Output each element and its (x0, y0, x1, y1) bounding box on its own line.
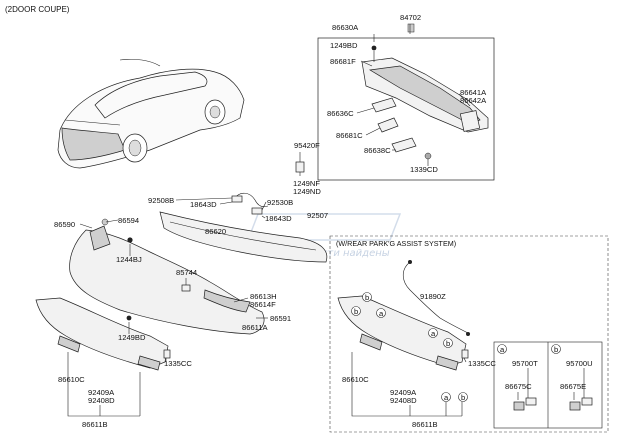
sensor-callout-a: a (500, 345, 505, 354)
lower-diffuser-left (35, 297, 169, 369)
label-92409A-right: 92409A (390, 388, 417, 397)
label-92508B: 92508B (148, 196, 174, 205)
label-86638C: 86638C (364, 146, 391, 155)
label-86613H: 86613H (250, 292, 277, 301)
label-86620: 86620 (205, 227, 226, 236)
label-91890Z: 91890Z (420, 292, 446, 301)
svg-text:b: b (354, 307, 358, 316)
label-85744: 85744 (176, 268, 197, 277)
svg-text:a: a (431, 329, 436, 338)
label-1335CC-left: 1335CC (164, 359, 192, 368)
label-86611B-left: 86611B (82, 420, 108, 429)
label-18643D-a: 18643D (190, 200, 217, 209)
car-illustration (57, 58, 245, 169)
upper-cover (159, 211, 328, 263)
label-95420F: 95420F (294, 141, 320, 150)
park-assist-title: (W/REAR PARK'G ASSIST SYSTEM) (336, 239, 456, 248)
label-86641A: 86641A (460, 88, 487, 97)
park-assist-frame (329, 235, 609, 433)
svg-text:a: a (379, 309, 384, 318)
label-1249NF: 1249NF (293, 179, 320, 188)
label-1249BD-bottom: 1249BD (118, 333, 146, 342)
label-1335CC-right: 1335CC (468, 359, 496, 368)
label-1249BD-top: 1249BD (330, 41, 358, 50)
label-92530B: 92530B (267, 198, 293, 207)
label-86681F: 86681F (330, 57, 356, 66)
label-92408D-left: 92408D (88, 396, 115, 405)
label-92409A-left: 92409A (88, 388, 115, 397)
label-92408D-right: 92408D (390, 396, 417, 405)
svg-text:b: b (365, 293, 369, 302)
svg-text:b: b (461, 393, 465, 402)
bumper-cover (69, 229, 265, 335)
label-86614F: 86614F (250, 300, 276, 309)
label-86594: 86594 (118, 216, 139, 225)
beam-assembly-frame (317, 37, 495, 181)
label-95700U: 95700U (566, 359, 593, 368)
svg-text:b: b (446, 339, 450, 348)
label-86611B-right: 86611B (412, 420, 438, 429)
label-86675C: 86675C (505, 382, 532, 391)
watermark-text: запчасти найдены (292, 248, 390, 259)
label-86642A: 86642A (460, 96, 487, 105)
label-86630A: 86630A (332, 23, 359, 32)
label-1249ND: 1249ND (293, 187, 321, 196)
park-assist-wiring (402, 260, 471, 336)
label-86611A: 86611A (242, 323, 269, 332)
label-18643D-b: 18643D (265, 214, 292, 223)
parking-sensor-a (513, 368, 537, 411)
label-1339CD: 1339CD (410, 165, 438, 174)
callout-markers: b b a a b a b (351, 292, 468, 402)
rear-bumper-beam (361, 23, 489, 160)
svg-text:a: a (444, 393, 449, 402)
label-86675E: 86675E (560, 382, 586, 391)
label-86591: 86591 (270, 314, 291, 323)
label-84702: 84702 (400, 13, 421, 22)
label-86610C-right: 86610C (342, 375, 369, 384)
label-86681C: 86681C (336, 131, 363, 140)
lower-diffuser-right (337, 295, 467, 367)
wiring-and-brackets (231, 152, 305, 215)
label-92507: 92507 (307, 211, 328, 220)
sensor-callout-b: b (554, 345, 558, 354)
label-86610C-left: 86610C (58, 375, 85, 384)
label-95700T: 95700T (512, 359, 538, 368)
variant-label: (2DOOR COUPE) (5, 5, 70, 14)
parking-sensor-b (569, 368, 593, 411)
label-1244BJ: 1244BJ (116, 255, 142, 264)
label-86636C: 86636C (327, 109, 354, 118)
label-86590: 86590 (54, 220, 75, 229)
